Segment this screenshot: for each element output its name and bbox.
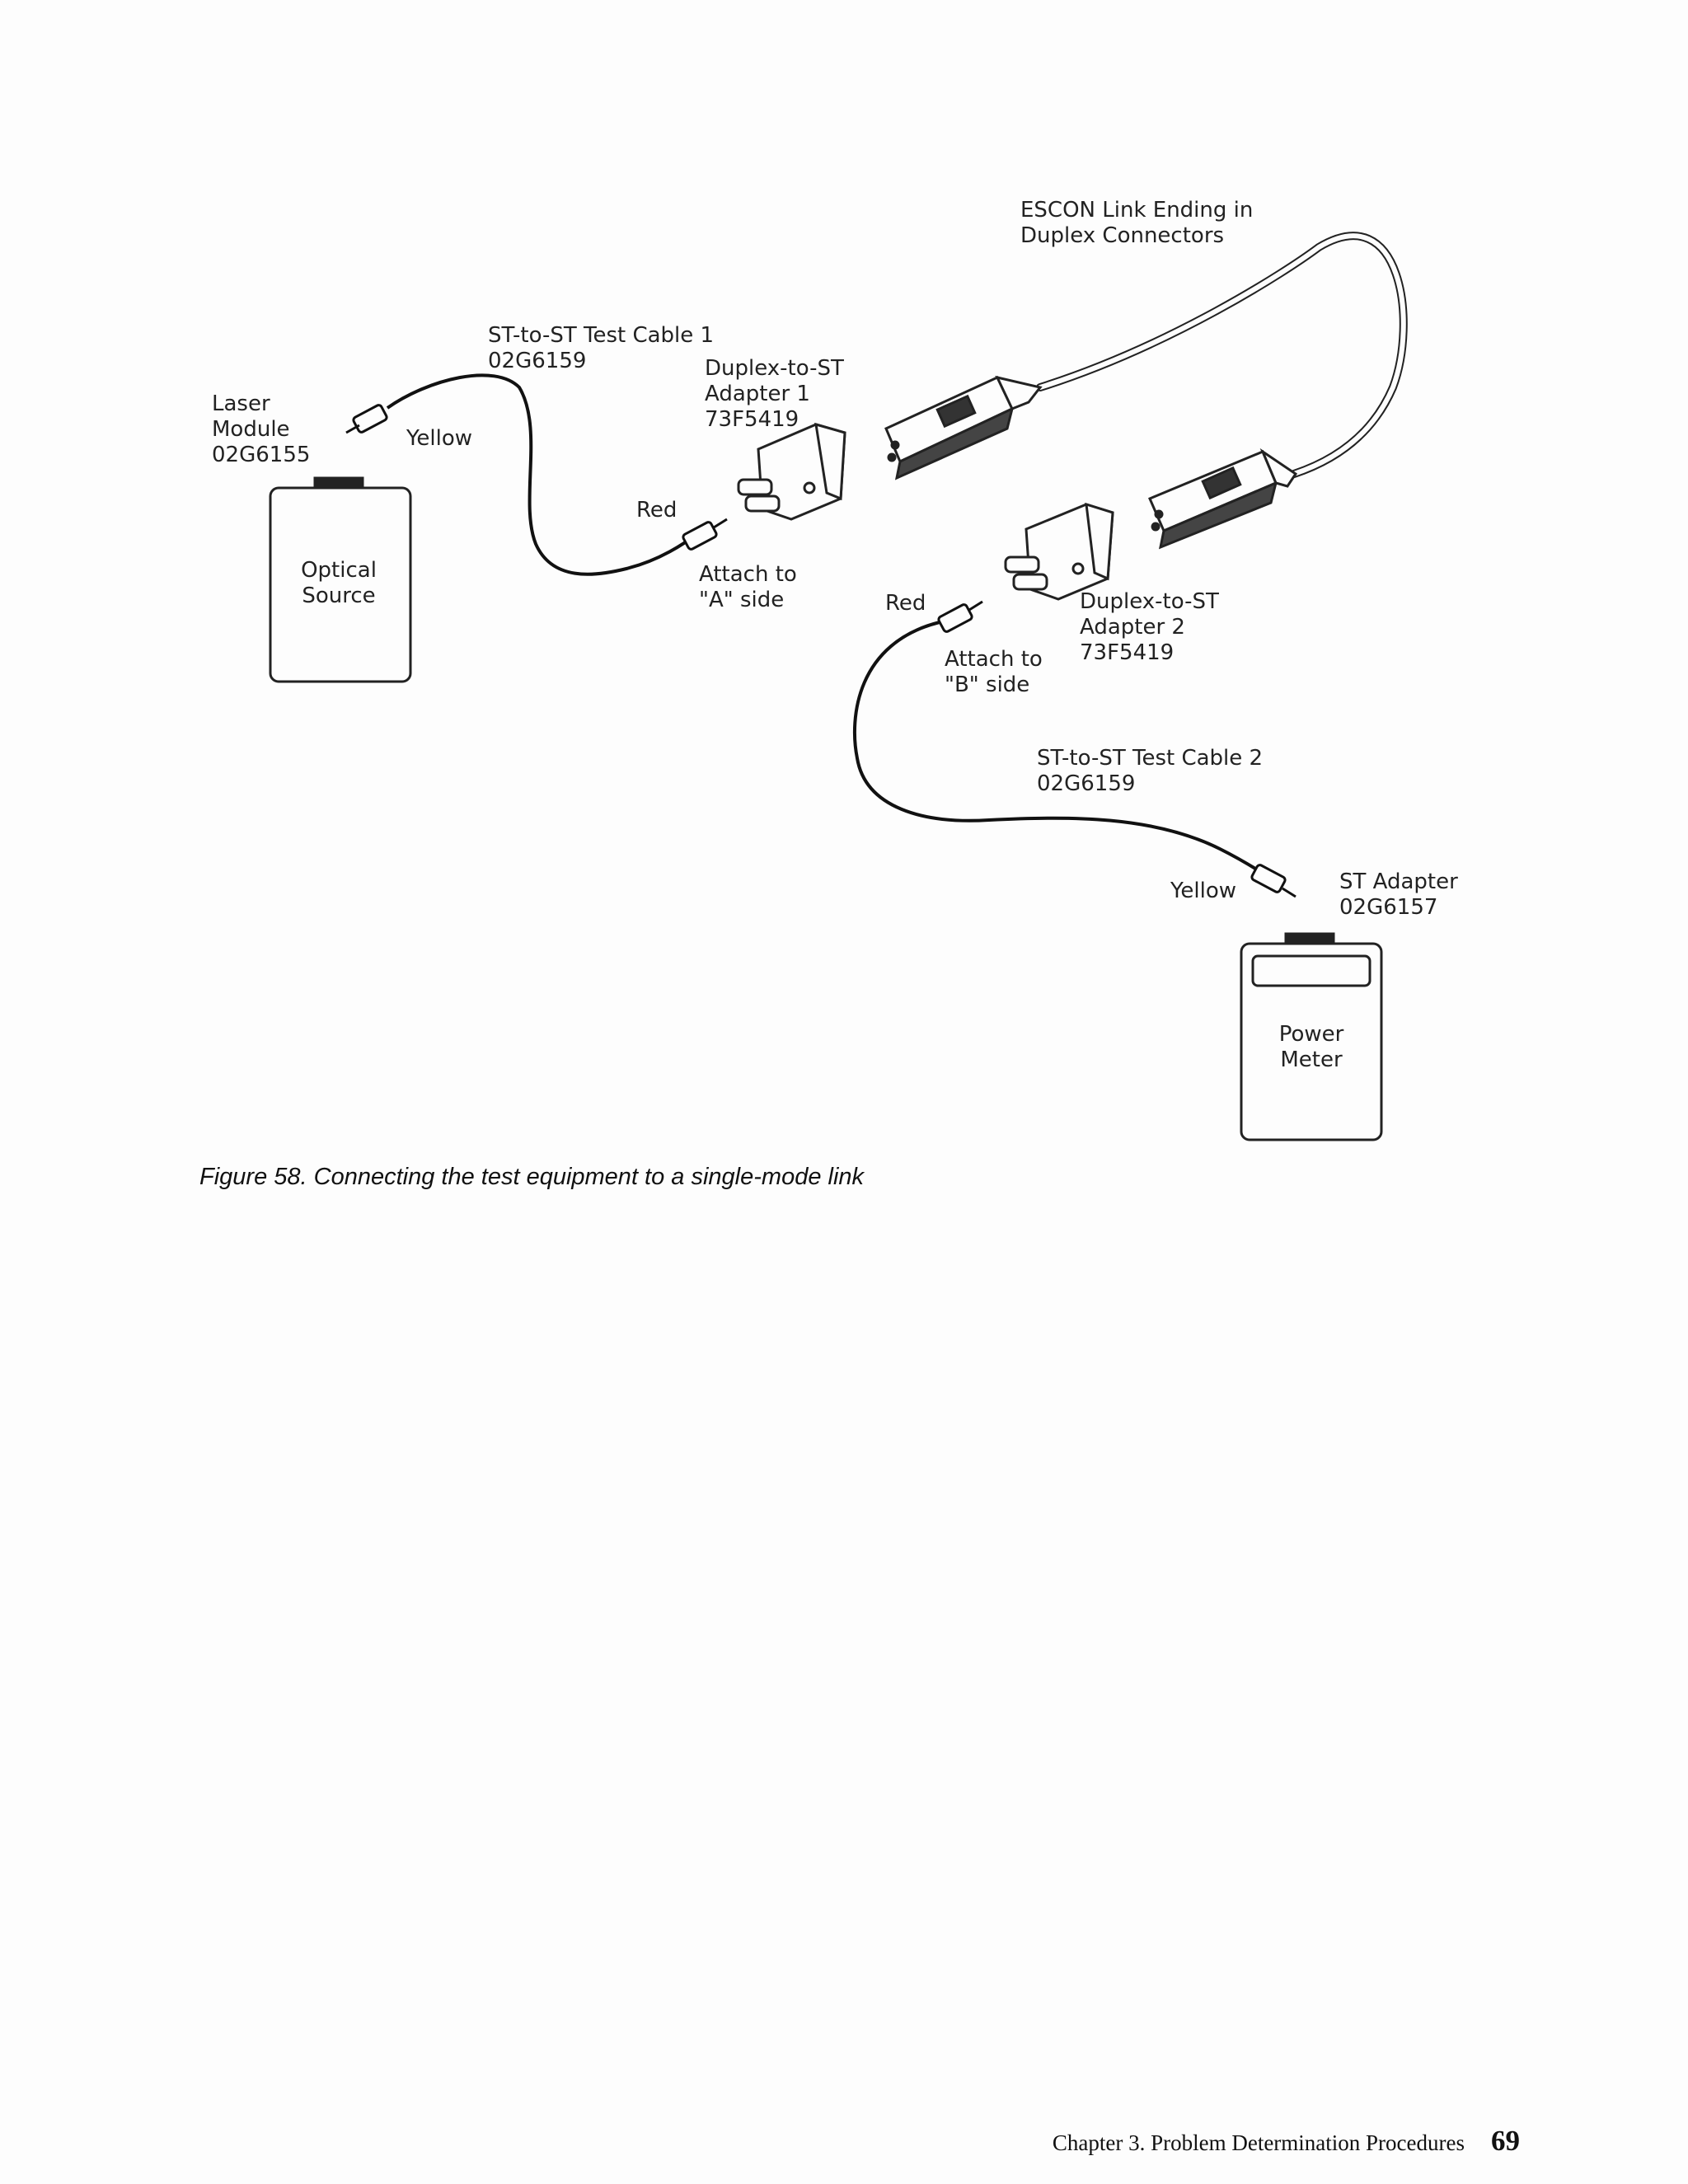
label-st-adapter: ST Adapter 02G6157: [1339, 869, 1458, 920]
duplex-to-st-adapter-2: [1004, 502, 1114, 601]
label-duplex-adapter-2: Duplex-to-ST Adapter 2 73F5419: [1080, 589, 1219, 665]
escon-link-cable: [1036, 232, 1408, 478]
label-optical-source: Optical Source: [301, 558, 377, 608]
footer-chapter-title: Chapter 3. Problem Determination Procedu…: [1052, 2130, 1465, 2155]
label-attach-b: Attach to "B" side: [945, 647, 1043, 697]
st-connector-yellow-1: [345, 404, 388, 434]
page-number: 69: [1491, 2125, 1520, 2157]
link-diagram: [269, 232, 1408, 1141]
test-cable-2: [852, 621, 1275, 882]
figure-58: ESCON Link Ending in Duplex Connectors S…: [212, 198, 1458, 1141]
label-yellow-2: Yellow: [1170, 879, 1237, 903]
label-attach-a: Attach to "A" side: [699, 562, 797, 612]
page-footer: Chapter 3. Problem Determination Procedu…: [1053, 2125, 1520, 2158]
label-yellow-1: Yellow: [406, 426, 473, 451]
label-laser-module: Laser Module 02G6155: [212, 391, 311, 467]
label-test-cable-2: ST-to-ST Test Cable 2 02G6159: [1037, 746, 1264, 796]
st-connector-red-1: [682, 518, 728, 551]
power-meter-device: [1240, 932, 1383, 1141]
optical-source-device: [269, 476, 412, 683]
st-connector-yellow-2: [1250, 864, 1296, 898]
figure-caption: Figure 58. Connecting the test equipment…: [199, 1164, 865, 1190]
duplex-to-st-adapter-1: [737, 422, 846, 521]
label-red-2: Red: [885, 591, 926, 616]
label-power-meter: Power Meter: [1278, 1022, 1344, 1072]
label-red-1: Red: [636, 498, 678, 523]
duplex-connector-1: [884, 375, 1043, 480]
test-cable-1: [386, 373, 702, 576]
st-connector-red-2: [937, 600, 983, 633]
duplex-connector-2: [1148, 448, 1298, 550]
label-test-cable-1: ST-to-ST Test Cable 1 02G6159: [488, 323, 715, 373]
label-escon-link: ESCON Link Ending in Duplex Connectors: [1020, 198, 1254, 248]
label-duplex-adapter-1: Duplex-to-ST Adapter 1 73F5419: [705, 356, 844, 432]
